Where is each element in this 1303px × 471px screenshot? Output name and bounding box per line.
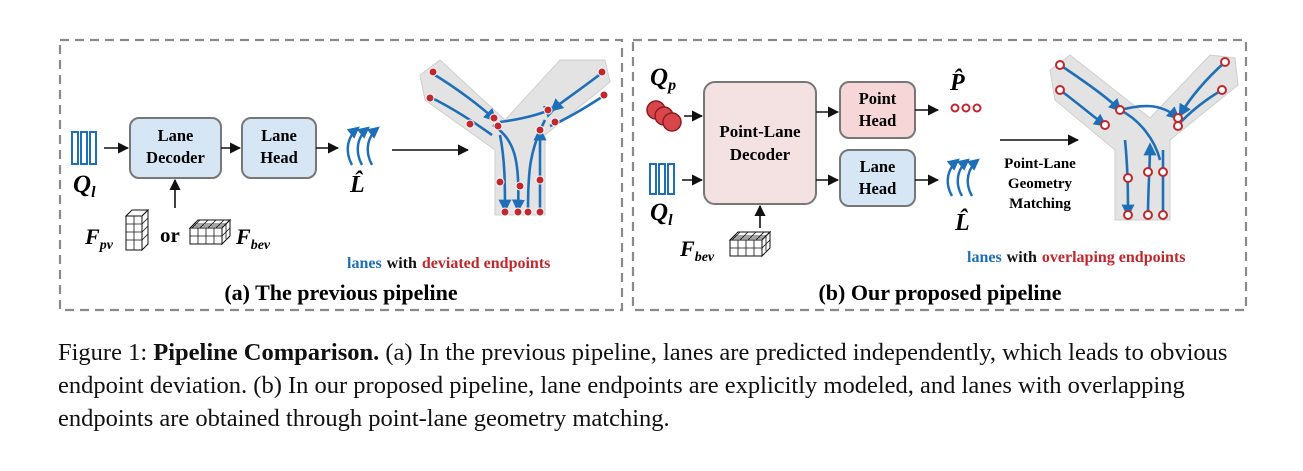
caption-prefix: Figure 1: [58,339,154,366]
caption-text: (a) In the previous pipeline, lanes are … [58,339,1228,432]
lane-curves-icon [346,126,380,166]
lane-query-label-b: Ql [650,199,673,229]
lane-head-label-1: Lane [261,126,297,145]
point-head-label-1: Point [859,89,897,108]
panel-b-frame [631,38,1248,312]
panel-b: Qp Ql Point-Lane Decoder Point Head P̂ [631,38,1248,312]
figure-caption: Figure 1: Pipeline Comparison. (a) In th… [58,336,1258,435]
road-map-a [419,59,611,217]
lane-output-label: L̂ [349,171,365,198]
road-map-b [1049,54,1239,221]
lane-curves-icon-b [946,158,980,197]
panel-a: Ql Lane Decoder Lane Head L̂ Fpv or [58,38,624,312]
lane-head-label-2: Head [260,148,298,167]
lane-query-icon [71,131,97,165]
or-label: or [160,223,180,247]
lane-head-b-label-2: Head [859,179,897,198]
matching-label-1: Point-Lane [1004,156,1076,172]
point-output-icon [950,103,982,113]
lane-query-label: Ql [73,171,96,201]
lane-decoder-label-1: Lane [158,126,194,145]
lane-output-label-b: L̂ [954,209,970,236]
bev-feature-label-b: Fbev [679,236,715,265]
decoder-label-2: Decoder [730,145,791,164]
panel-b-title: (b) Our proposed pipeline [818,280,1061,305]
matching-label-3: Matching [1009,196,1071,212]
pv-feature-label: Fpv [84,224,114,253]
point-lane-decoder-box [703,81,817,205]
point-query-label: Qp [650,64,676,94]
caption-bold: Pipeline Comparison. [153,339,380,366]
bev-feature-icon-b [729,231,771,257]
point-head-label-2: Head [859,111,897,130]
lane-decoder-label-2: Decoder [146,148,205,167]
lane-head-box-b [839,149,916,207]
panel-a-frame [58,38,624,312]
pipeline-figure: Ql Lane Decoder Lane Head L̂ Fpv or [58,38,1248,312]
pv-feature-icon [124,208,150,252]
bev-feature-label: Fbev [235,224,271,253]
point-query-icon [646,100,682,132]
panel-a-title: (a) The previous pipeline [224,280,458,305]
matching-label-2: Geometry [1008,176,1073,192]
lane-head-b-label-1: Lane [860,157,896,176]
lane-query-icon-b [649,163,675,195]
decoder-label-1: Point-Lane [719,122,801,141]
point-output-label: P̂ [949,69,965,96]
bev-feature-icon [189,219,231,245]
